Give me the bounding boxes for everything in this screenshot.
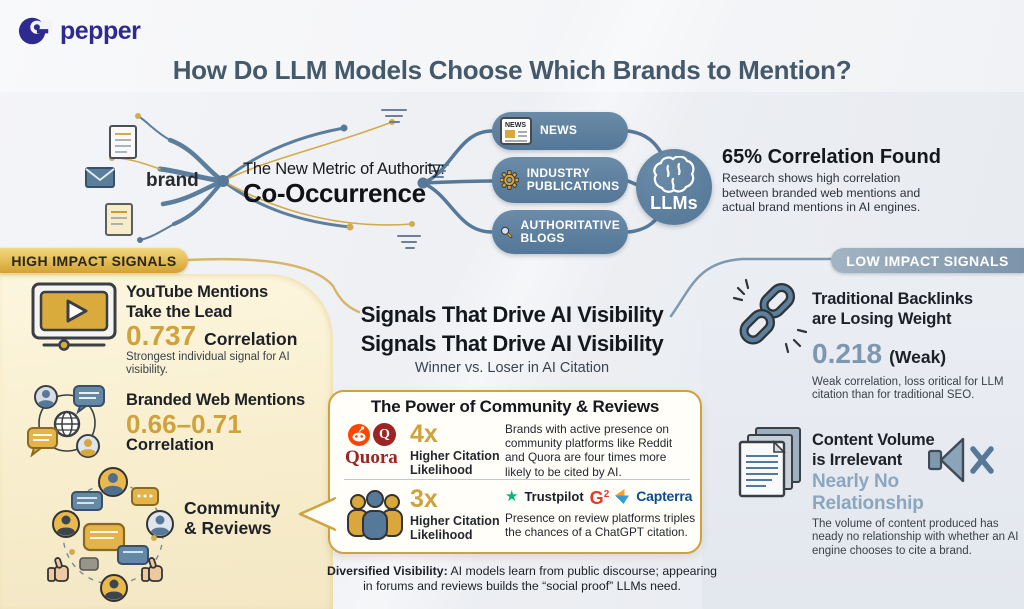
community-multiplier: 4x bbox=[410, 420, 438, 448]
newspaper-icon: NEWS bbox=[500, 117, 532, 145]
brand-tree-nodes bbox=[109, 113, 415, 243]
gold-connector-curve bbox=[186, 257, 361, 314]
pepper-logo: pepper bbox=[18, 14, 141, 48]
avatar-right bbox=[146, 510, 174, 538]
backlinks-body: Weak correlation, loss oritical for LLM … bbox=[812, 376, 1004, 402]
power-box-divider bbox=[344, 479, 690, 480]
high-impact-banner: HIGH IMPACT SIGNALS bbox=[0, 248, 188, 273]
capterra-logo: Capterra bbox=[636, 488, 693, 504]
speech-bubbles bbox=[69, 487, 159, 571]
reviews-multiplier: 3x bbox=[410, 485, 438, 513]
header-band bbox=[0, 0, 1024, 92]
muted-speaker-icon bbox=[928, 437, 994, 483]
trustpilot-star-icon: ★ bbox=[505, 488, 519, 505]
pepper-logo-text: pepper bbox=[60, 16, 141, 45]
source-pill-label: AUTHORITATIVE BLOGS bbox=[520, 217, 620, 245]
avatar-bottom-right bbox=[76, 434, 100, 458]
branded-mentions-value-label: Correlation bbox=[126, 436, 215, 454]
source-pill-authoritative-blogs: AUTHORITATIVE BLOGS bbox=[492, 210, 628, 254]
speech-bubble-gold bbox=[27, 427, 58, 458]
community-row-body: Brands with active presence on community… bbox=[505, 422, 673, 479]
review-platform-logos: ★ Trustpilot G2 Capterra bbox=[505, 487, 693, 508]
avatar-left bbox=[52, 510, 80, 538]
pepper-logo-icon bbox=[18, 17, 52, 45]
brand-node-label: brand bbox=[146, 170, 199, 191]
envelope-icon bbox=[85, 167, 115, 188]
co-occurrence-title: Co-Occurrence bbox=[243, 178, 426, 208]
quora-wordmark: Quora bbox=[345, 447, 398, 468]
authority-kicker: The New Metric of Authority: bbox=[243, 160, 445, 178]
youtube-value: 0.737 bbox=[126, 320, 197, 351]
content-volume-title: Content Volume is Irrelevant bbox=[812, 431, 935, 469]
youtube-value-label: Correlation bbox=[204, 329, 298, 349]
brain-icon bbox=[653, 156, 695, 193]
blue-connector-curve bbox=[669, 257, 833, 318]
backlinks-title: Traditional Backlinks are Losing Weight bbox=[812, 290, 973, 328]
document-icon bbox=[109, 125, 137, 159]
quora-icon: Q bbox=[373, 423, 396, 446]
branded-mentions-title: Branded Web Mentions bbox=[126, 391, 306, 409]
youtube-player-icon bbox=[31, 282, 117, 351]
brand-tree-branches bbox=[137, 115, 352, 241]
page-title: How Do LLM Models Choose Which Brands to… bbox=[172, 55, 852, 85]
reddit-icon bbox=[348, 424, 370, 446]
llms-label: LLMs bbox=[650, 193, 698, 213]
center-headline: Signals That Drive AI Visibility Signals… bbox=[360, 302, 664, 356]
community-multiplier-label: Higher Citation Likelihood bbox=[410, 449, 500, 477]
callout-pointer bbox=[298, 496, 340, 532]
backlinks-correlation-value: 0.218 (Weak) bbox=[812, 338, 946, 370]
branded-mentions-value: 0.66–0.71 bbox=[126, 409, 242, 439]
power-box-title: The Power of Community & Reviews bbox=[370, 397, 660, 416]
avatar-bottom bbox=[100, 574, 128, 602]
speech-bubble-slate bbox=[73, 385, 105, 415]
content-volume-body: The volume of content produced has neady… bbox=[812, 518, 1019, 557]
youtube-note: Strongest individual signal for AI visib… bbox=[126, 351, 290, 377]
backlinks-value: 0.218 bbox=[812, 338, 883, 369]
community-reviews-icon bbox=[47, 467, 174, 602]
low-impact-banner: LOW IMPACT SIGNALS bbox=[831, 248, 1024, 273]
reviews-multiplier-label: Higher Citation Likelihood bbox=[410, 514, 500, 542]
people-group-icon bbox=[347, 490, 403, 540]
thumbs-up-left bbox=[47, 557, 69, 582]
magnifier-icon bbox=[501, 226, 513, 239]
avatar-top bbox=[98, 467, 128, 497]
correlation-found-title: 65% Correlation Found bbox=[722, 146, 941, 168]
source-pill-label: INDUSTRY PUBLICATIONS bbox=[526, 165, 620, 193]
reviews-row-body: Presence on review platforms triples the… bbox=[505, 511, 696, 540]
newspaper-icon-text: NEWS bbox=[505, 122, 526, 129]
center-subtitle: Winner vs. Loser in AI Citation bbox=[414, 360, 610, 376]
correlation-found-body: Research shows high correlation between … bbox=[722, 171, 921, 215]
document-icon-2 bbox=[105, 203, 133, 236]
source-pill-news: NEWS NEWS bbox=[492, 112, 628, 150]
source-pill-industry-publications: INDUSTRY PUBLICATIONS bbox=[492, 157, 628, 203]
trustpilot-logo: Trustpilot bbox=[524, 488, 584, 504]
avatar-top-left bbox=[34, 385, 58, 409]
branded-mentions-icon bbox=[27, 385, 105, 458]
g2-logo: G2 bbox=[589, 487, 610, 508]
youtube-correlation-value: 0.737 Correlation bbox=[126, 320, 297, 352]
junction-dot bbox=[417, 177, 429, 189]
documents-stack-icon bbox=[738, 427, 801, 498]
broken-chain-icon bbox=[732, 278, 808, 354]
source-pill-label: NEWS bbox=[540, 123, 578, 138]
gear-icon bbox=[500, 170, 519, 190]
globe-icon bbox=[53, 410, 81, 438]
backlinks-value-note: (Weak) bbox=[889, 347, 947, 367]
nearly-no-relationship-label: Nearly No Relationship bbox=[812, 471, 924, 514]
youtube-mentions-title: YouTube Mentions Take the Lead bbox=[126, 283, 268, 321]
diversified-visibility-footnote: Diversified Visibility: AI models learn … bbox=[326, 564, 718, 593]
community-reviews-title: Community & Reviews bbox=[184, 498, 281, 538]
capterra-icon bbox=[615, 488, 630, 504]
thumbs-up-right bbox=[141, 557, 163, 582]
